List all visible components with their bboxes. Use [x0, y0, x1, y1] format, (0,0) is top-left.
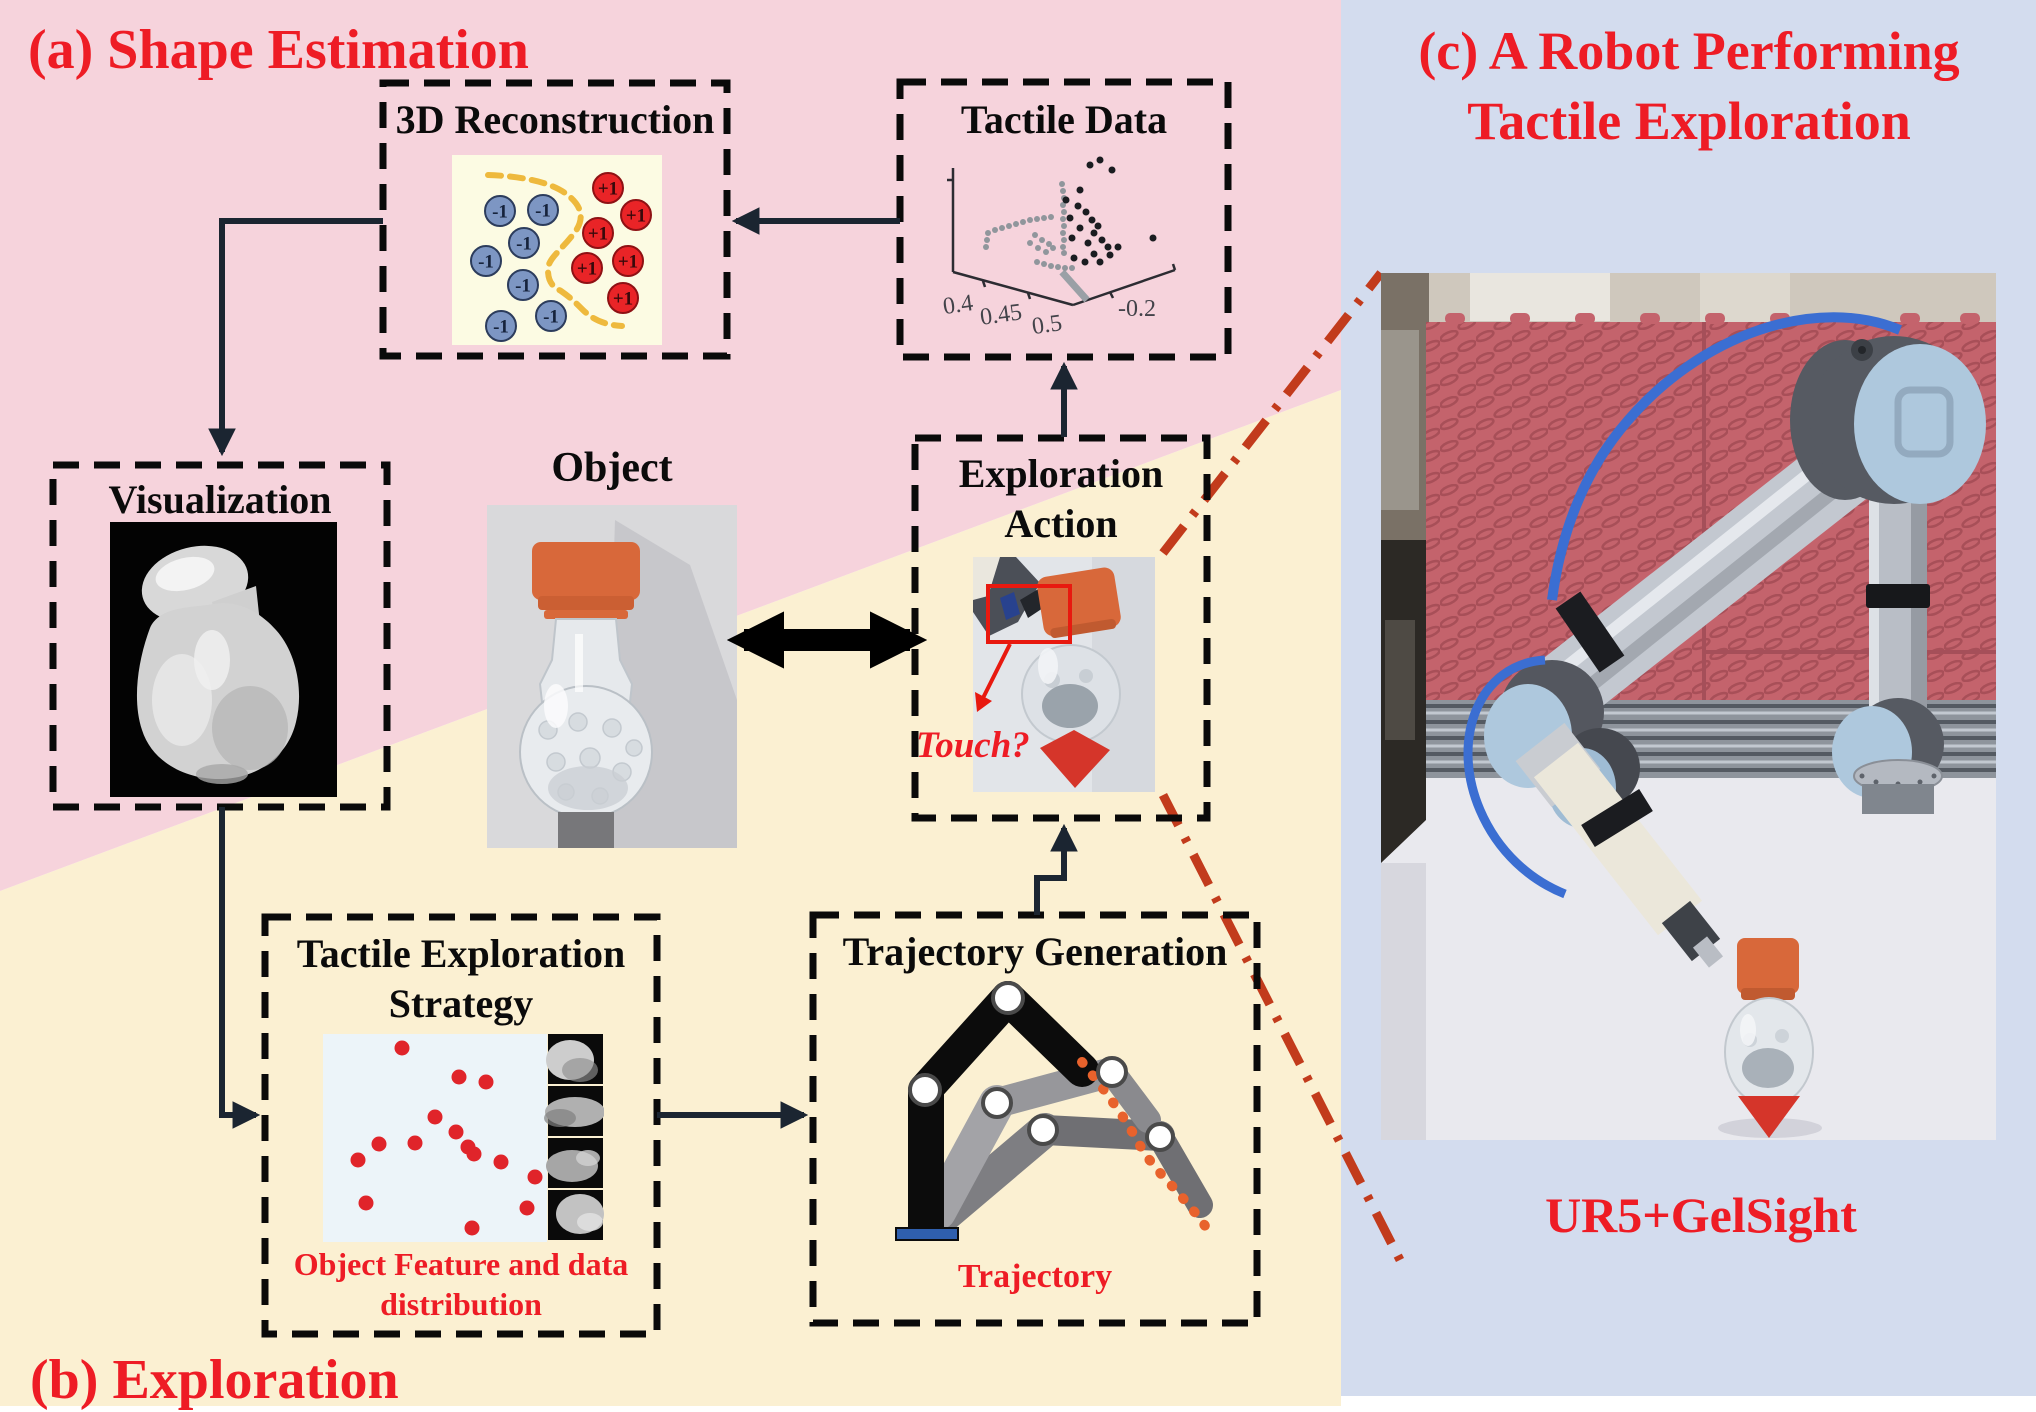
svg-text:-1: -1: [478, 252, 494, 273]
svg-text:-1: -1: [535, 201, 551, 222]
tactile-image-tile: [546, 1034, 603, 1084]
visualization-render: [110, 522, 337, 797]
x-tick-0.45: 0.45: [978, 299, 1023, 331]
glass-bottle: [519, 542, 653, 848]
tactile-image-strip: [544, 1034, 604, 1240]
action-photo: [973, 557, 1155, 792]
strategy-caption-line2: distribution: [380, 1286, 542, 1322]
target-bottle: [1718, 938, 1822, 1138]
robot-photo-caption: UR5+GelSight: [1545, 1187, 1857, 1243]
tactile-image-tile: [548, 1190, 604, 1240]
svg-text:+1: +1: [618, 252, 638, 273]
viz-box-title: Visualization: [108, 477, 332, 522]
decision-boundary-curve: [485, 172, 625, 329]
arrow-trajectory-to-action: [1034, 823, 1078, 915]
x-axis: [952, 270, 1074, 307]
touch-pointer-arrow: [975, 643, 1012, 712]
tactile-3d-plot: 0.4 0.45 0.5 -0.2: [941, 156, 1177, 340]
tactile-image-tile: [546, 1138, 603, 1188]
svg-text:+1: +1: [626, 206, 646, 227]
end-effector-trajectory: [1077, 1057, 1210, 1231]
bottle-top-view: [1021, 567, 1121, 788]
svg-text:-1: -1: [515, 276, 531, 297]
svg-text:-1: -1: [543, 307, 559, 328]
section-c-title-line1: (c) A Robot Performing: [1418, 21, 1960, 81]
action-box-title-line2: Action: [1004, 501, 1118, 546]
office-background-strip: [1381, 273, 1429, 863]
svg-text:+1: +1: [613, 289, 633, 310]
svg-text:+1: +1: [577, 259, 597, 280]
svg-text:+1: +1: [598, 179, 618, 200]
reconstructed-blob: [136, 545, 300, 784]
section-a-title: (a) Shape Estimation: [28, 19, 529, 81]
y-tick--0.2: -0.2: [1118, 296, 1156, 322]
robot-photo: [1381, 273, 1996, 1140]
strategy-scatter-points: [350, 1040, 543, 1236]
x-tick-0.5: 0.5: [1030, 310, 1063, 340]
arrow-recon-to-viz: [208, 218, 383, 457]
svg-text:-1: -1: [516, 234, 532, 255]
object-photo: [487, 505, 737, 848]
trajectory-caption: Trajectory: [957, 1258, 1113, 1295]
section-b-title: (b) Exploration: [30, 1349, 399, 1411]
strategy-figure: [323, 1034, 604, 1242]
strategy-box-title-line2: Strategy: [388, 981, 534, 1026]
gray-surface-segment: [1059, 269, 1090, 303]
strategy-box-title-line1: Tactile Exploration: [296, 931, 626, 976]
ur5-robot-arm: [1463, 312, 1986, 968]
strategy-caption-line1: Object Feature and data: [293, 1246, 629, 1282]
classifier-scatter-points: -1-1-1-1-1-1-1+1+1+1+1+1+1: [470, 172, 652, 342]
y-axis: [1072, 268, 1176, 307]
svg-text:+1: +1: [588, 224, 608, 245]
robot-base-plate: [895, 1227, 959, 1241]
touch-highlight-rect: [986, 584, 1072, 644]
zoom-connector-bottom: [1158, 792, 1405, 1263]
arm-pose-initial: [908, 981, 1099, 1232]
recon-box-title: 3D Reconstruction: [395, 97, 715, 142]
touch-annotation: Touch?: [916, 725, 1030, 766]
svg-text:-1: -1: [493, 317, 509, 338]
tactile-scatter-points: [983, 156, 1157, 271]
tactile-image-tile: [544, 1086, 604, 1136]
svg-text:-1: -1: [492, 202, 508, 223]
arrow-viz-to-strategy: [219, 807, 261, 1129]
x-tick-0.4: 0.4: [941, 290, 974, 320]
action-box-title-line1: Exploration: [958, 451, 1164, 496]
arm-joints: [908, 981, 1175, 1152]
white-table: [1381, 778, 1996, 1140]
object-label: Object: [551, 445, 673, 491]
recon-box-border: [379, 79, 731, 360]
trajectory-box-title: Trajectory Generation: [842, 929, 1228, 974]
trajectory-figure: [895, 981, 1213, 1241]
tactile-box-title: Tactile Data: [960, 97, 1168, 142]
zoom-connector-top: [1159, 270, 1385, 556]
strategy-box-border: [261, 913, 661, 1338]
classifier-figure: -1-1-1-1-1-1-1+1+1+1+1+1+1: [452, 155, 662, 345]
section-c-title-line2: Tactile Exploration: [1467, 91, 1911, 151]
